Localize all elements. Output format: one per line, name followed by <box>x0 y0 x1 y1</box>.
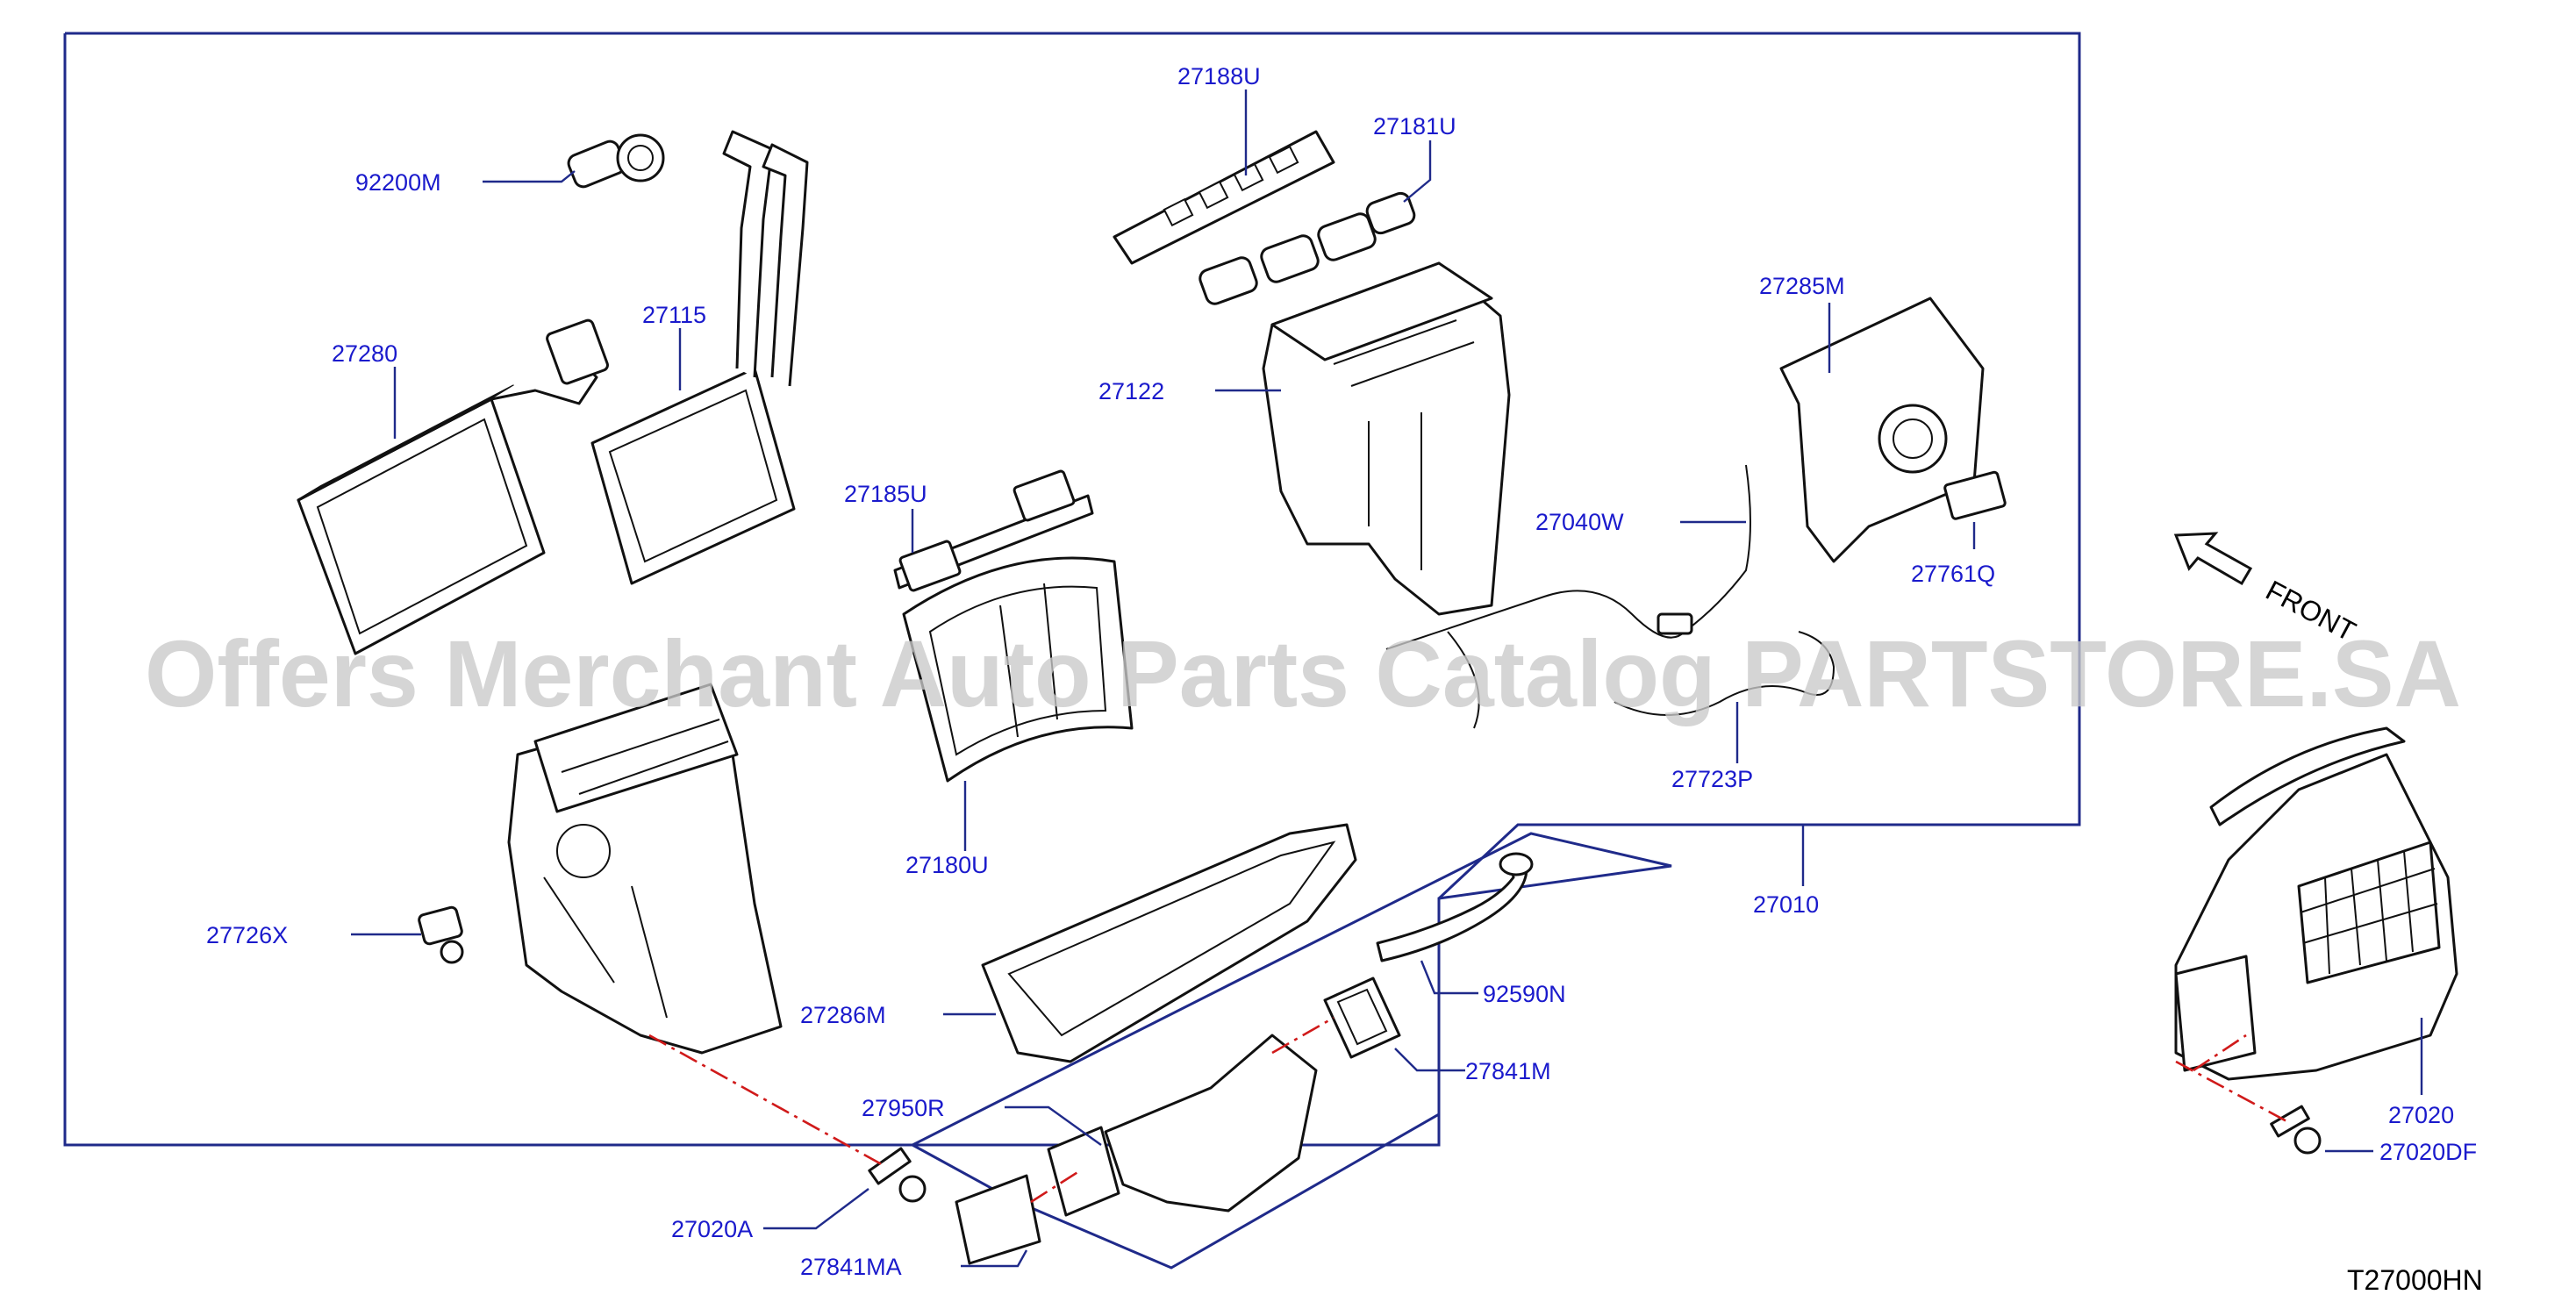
part-27950r-drawing <box>1047 1034 1318 1217</box>
part-label-27286m[interactable]: 27286M <box>800 1002 886 1028</box>
connection-line-27020a <box>648 1034 887 1169</box>
diagram-code: T27000HN <box>2347 1264 2483 1296</box>
part-92200m-drawing <box>567 133 665 189</box>
part-27185u-drawing <box>893 469 1094 592</box>
duct-group-frame <box>909 832 1672 1270</box>
leader-92590n <box>1420 960 1478 995</box>
part-label-27950r[interactable]: 27950R <box>862 1095 945 1121</box>
leader-27181u <box>1403 140 1432 203</box>
part-label-27020a[interactable]: 27020A <box>671 1216 753 1242</box>
part-label-27020df[interactable]: 27020DF <box>2379 1139 2477 1165</box>
part-27285m-drawing <box>1779 297 2007 563</box>
part-label-27181u[interactable]: 27181U <box>1373 113 1456 140</box>
part-label-27726x[interactable]: 27726X <box>206 922 288 948</box>
leader-92200m <box>483 170 576 183</box>
part-label-92200m[interactable]: 92200M <box>355 169 441 196</box>
part-27841m-drawing <box>1323 976 1401 1059</box>
part-27841ma-drawing <box>955 1174 1041 1265</box>
part-label-27280[interactable]: 27280 <box>332 340 397 367</box>
part-label-27841m[interactable]: 27841M <box>1465 1058 1551 1084</box>
part-label-27185u[interactable]: 27185U <box>844 481 927 507</box>
part-label-27020[interactable]: 27020 <box>2388 1102 2454 1128</box>
connection-line-27841m <box>1271 1016 1335 1055</box>
part-label-27040w[interactable]: 27040W <box>1535 509 1624 535</box>
part-27040w-harness-drawing <box>1385 464 1835 729</box>
watermark: Offers Merchant Auto Parts Catalog PARTS… <box>145 620 2461 726</box>
part-label-27010[interactable]: 27010 <box>1753 891 1819 918</box>
connection-line-27020df <box>2175 1060 2291 1125</box>
part-27181u-drawing <box>1199 191 1416 305</box>
connection-line-27020-case <box>2193 1034 2247 1072</box>
leader-27841m <box>1394 1048 1465 1072</box>
part-label-27188u[interactable]: 27188U <box>1177 63 1261 89</box>
leader-27950r <box>1005 1105 1102 1146</box>
part-lower-case-drawing <box>507 683 783 1055</box>
part-27020df-bolt-drawing <box>2270 1105 2322 1155</box>
part-27180u-drawing <box>902 556 1134 783</box>
part-label-27122[interactable]: 27122 <box>1098 378 1164 404</box>
part-27286m-drawing <box>981 823 1357 1063</box>
part-27020-unit-drawing <box>2174 726 2458 1081</box>
leader-27841ma <box>961 1249 1028 1268</box>
assembly-frame <box>63 32 2081 1147</box>
connection-line-27841ma <box>1030 1170 1080 1204</box>
part-label-27180u[interactable]: 27180U <box>905 852 989 878</box>
leader-27020a <box>763 1188 869 1230</box>
front-arrow-icon <box>2173 532 2253 586</box>
part-92590n-drawing <box>1376 852 1534 962</box>
part-label-27841ma[interactable]: 27841MA <box>800 1254 902 1280</box>
part-27122-drawing <box>1262 261 1511 616</box>
part-27115-drawing <box>590 130 809 585</box>
part-27188u-drawing <box>1113 130 1335 265</box>
part-label-27115[interactable]: 27115 <box>642 302 706 328</box>
part-27020a-bolt-drawing <box>868 1147 927 1203</box>
part-label-27723p[interactable]: 27723P <box>1671 766 1753 792</box>
part-27280-drawing <box>297 318 609 655</box>
part-label-27761q[interactable]: 27761Q <box>1911 561 1995 587</box>
part-label-27285m[interactable]: 27285M <box>1759 273 1845 299</box>
part-27726x-drawing <box>418 905 464 964</box>
part-label-92590n[interactable]: 92590N <box>1483 981 1566 1007</box>
